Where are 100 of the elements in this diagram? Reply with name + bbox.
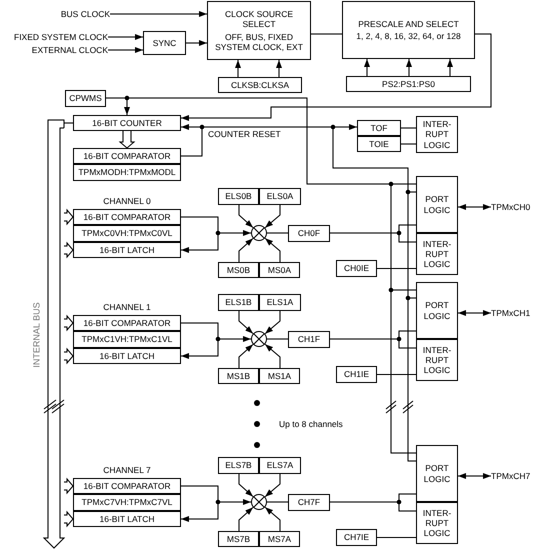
arrow bbox=[264, 310, 280, 334]
block-box bbox=[73, 331, 181, 348]
annotation-label: CHANNEL 0 bbox=[103, 196, 151, 206]
block-box bbox=[73, 511, 181, 527]
block-box bbox=[416, 116, 458, 153]
annotation-label: COUNTER RESET bbox=[208, 129, 281, 139]
arrow bbox=[458, 473, 492, 479]
arrow bbox=[180, 486, 252, 505]
block-box bbox=[73, 148, 181, 164]
signal-label: TPMxCH0 bbox=[491, 201, 530, 213]
block-box bbox=[73, 115, 181, 131]
block-label: OFF, BUS, FIXED SYSTEM CLOCK, EXT bbox=[214, 32, 304, 52]
block-label: 16-BIT COUNTER bbox=[92, 118, 162, 128]
arrow bbox=[186, 40, 208, 46]
arrow bbox=[238, 474, 254, 498]
block-label: 16-BIT COMPARATOR bbox=[83, 212, 171, 222]
block-box bbox=[207, 1, 311, 60]
block-box bbox=[218, 457, 259, 474]
block-label: MS1B bbox=[226, 370, 250, 382]
block-box bbox=[416, 176, 458, 233]
bus-arrow bbox=[64, 314, 74, 332]
block-box bbox=[73, 225, 181, 242]
block-box bbox=[416, 502, 458, 544]
block-box bbox=[73, 242, 181, 258]
block-label: 16-BIT LATCH bbox=[100, 244, 154, 256]
block-box bbox=[73, 209, 181, 225]
signal-label: EXTERNAL CLOCK bbox=[32, 44, 108, 56]
block-label: MS7B bbox=[226, 534, 250, 544]
annotation-label: Up to 8 channels bbox=[279, 419, 343, 429]
block-box bbox=[73, 494, 181, 511]
block-label: ELS0B bbox=[225, 191, 252, 202]
block-box bbox=[259, 294, 301, 311]
block-box bbox=[65, 90, 106, 107]
connector-line bbox=[266, 232, 288, 234]
block-box bbox=[416, 445, 458, 502]
block-box bbox=[73, 348, 181, 364]
block-label: INTER- RUPT LOGIC bbox=[422, 508, 452, 538]
block-label: CH1F bbox=[298, 334, 320, 345]
block-label: MS7A bbox=[268, 534, 292, 544]
block-label: 16-BIT COMPARATOR bbox=[83, 150, 171, 162]
connector-line bbox=[376, 374, 416, 375]
block-label: CLOCK SOURCE SELECT bbox=[224, 9, 294, 30]
block-label: PORT LOGIC bbox=[422, 463, 452, 484]
bus-label: INTERNAL BUS bbox=[32, 302, 42, 368]
block-box bbox=[336, 260, 377, 277]
block-label: INTER- RUPT LOGIC bbox=[422, 344, 452, 376]
signal-label: TPMxCH7 bbox=[491, 470, 530, 482]
block-label: CH0F bbox=[298, 228, 320, 239]
block-box bbox=[259, 368, 300, 384]
arrow bbox=[264, 474, 280, 498]
bus-arrow bbox=[64, 242, 74, 258]
arrow bbox=[238, 310, 254, 334]
bus-arrow bbox=[118, 130, 136, 149]
block-label: TPMxMODH:TPMxMODL bbox=[78, 167, 176, 178]
block-box bbox=[288, 494, 330, 511]
mixer-symbol bbox=[251, 494, 267, 510]
block-label: ELS7B bbox=[225, 460, 252, 471]
block-box bbox=[357, 136, 401, 152]
block-label: CH7IE bbox=[344, 532, 370, 543]
arrow bbox=[458, 204, 492, 210]
block-box bbox=[336, 529, 377, 546]
block-box bbox=[143, 31, 186, 55]
arrow bbox=[180, 216, 252, 236]
block-label: CH7F bbox=[298, 497, 320, 508]
block-box bbox=[218, 531, 259, 547]
block-label: CH1IE bbox=[344, 369, 370, 380]
arrow bbox=[406, 58, 412, 76]
bus-arrow bbox=[64, 510, 74, 528]
block-label: PORT LOGIC bbox=[422, 194, 452, 215]
block-label: MS0B bbox=[226, 264, 250, 276]
block-label: TPMxC7VH:TPMxC7VL bbox=[82, 497, 172, 508]
block-label: 16-BIT COMPARATOR bbox=[83, 480, 171, 492]
annotation-label: CHANNEL 7 bbox=[103, 465, 151, 475]
signal-label: FIXED SYSTEM CLOCK bbox=[14, 31, 108, 43]
block-label: 16-BIT LATCH bbox=[100, 514, 154, 524]
arrow bbox=[264, 204, 280, 228]
block-label: PORT LOGIC bbox=[422, 300, 452, 321]
block-box bbox=[218, 188, 259, 205]
block-label: ELS7A bbox=[266, 460, 294, 471]
bus-arrow bbox=[44, 118, 64, 548]
arrow bbox=[447, 58, 453, 76]
block-label: MS0A bbox=[268, 264, 292, 276]
block-label: TPMxC0VH:TPMxC0VL bbox=[82, 228, 172, 239]
block-label: CH0IE bbox=[344, 263, 370, 274]
arrow bbox=[238, 344, 254, 368]
block-label: CLKSB:CLKSA bbox=[230, 80, 290, 90]
block-box bbox=[259, 531, 300, 547]
annotation-label: CHANNEL 1 bbox=[103, 302, 151, 312]
block-label: CPWMS bbox=[69, 93, 102, 104]
bus-arrow bbox=[64, 348, 74, 364]
block-box bbox=[218, 77, 302, 93]
arrow bbox=[180, 34, 492, 121]
block-label: INTER- RUPT LOGIC bbox=[422, 119, 452, 150]
block-box bbox=[218, 368, 259, 384]
block-box bbox=[346, 76, 471, 92]
block-box bbox=[73, 478, 181, 494]
connector-line bbox=[64, 122, 74, 124]
bus-arrow bbox=[64, 208, 74, 226]
arrow bbox=[238, 506, 254, 532]
signal-label: BUS CLOCK bbox=[60, 8, 110, 20]
